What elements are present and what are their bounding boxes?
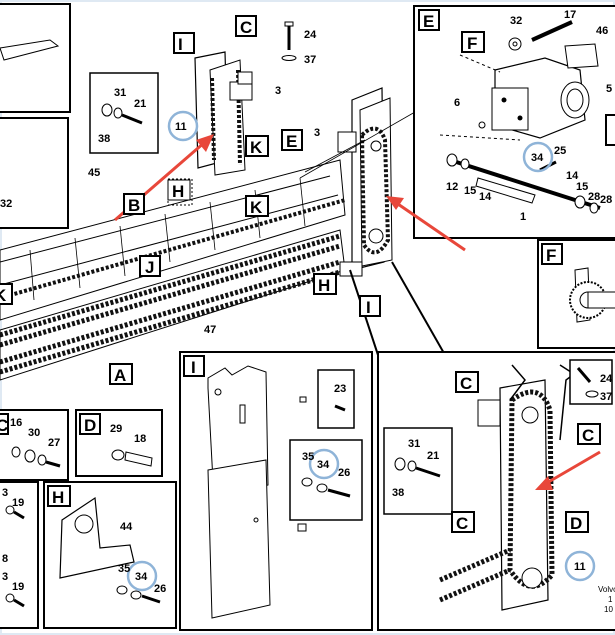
panel-title: C — [0, 416, 8, 435]
part-number: 16 — [10, 417, 22, 429]
part-number: 1 — [520, 211, 526, 223]
detail-panel-left-fragment — [0, 481, 39, 629]
part-number: 3 — [2, 487, 8, 499]
part-number: 34 — [135, 571, 148, 583]
detail-c-labels: C 16 30 27 — [0, 413, 60, 449]
part-number: 25 — [554, 145, 566, 157]
part-number: 8 — [2, 553, 8, 565]
callout-letter: A — [114, 366, 126, 385]
detail-panel-c — [0, 409, 69, 481]
part-number: 11 — [574, 561, 586, 573]
callout-letter: H — [318, 276, 330, 295]
panel-title: E — [423, 12, 434, 31]
main-view-callouts: I C K E H B J K H I A K — [0, 15, 381, 385]
part-number: 15 — [576, 181, 588, 193]
panel-title: H — [52, 488, 64, 507]
part-number: 12 — [446, 181, 458, 193]
callout-letter: C — [582, 426, 594, 445]
part-number: 29 — [110, 423, 122, 435]
callout-letter: H — [172, 182, 184, 201]
detail-i-labels: I 23 35 34 26 — [183, 355, 363, 521]
callout-letter: J — [145, 258, 154, 277]
part-number: 6 — [454, 97, 460, 109]
detail-right-labels: C C C D 24 37 31 21 38 11 Volvo 1 10 — [392, 359, 615, 614]
footer-text: Volvo — [598, 585, 615, 594]
part-number: 35 — [118, 563, 130, 575]
callout-letter: I — [366, 298, 371, 317]
callout-letter: C — [460, 374, 472, 393]
part-number: 31 — [408, 438, 420, 450]
footer-text: 10 — [604, 605, 613, 614]
part-number: 27 — [48, 437, 60, 449]
part-number: 24 — [304, 29, 317, 41]
callout-letter: C — [240, 18, 252, 37]
part-number: 3 — [275, 85, 281, 97]
part-number: 28 — [588, 191, 600, 203]
detail-panel-e — [413, 5, 615, 239]
part-number: 44 — [120, 521, 133, 533]
part-number: 28 — [600, 194, 612, 206]
panel-top-left-fragment — [0, 3, 71, 229]
part-number: 17 — [564, 9, 576, 21]
washer-set-31-21-38 — [101, 103, 143, 125]
part-number: 34 — [317, 459, 330, 471]
detail-h-labels: H 44 35 34 26 — [47, 485, 166, 595]
bolt-24 — [281, 21, 297, 61]
part-number: 21 — [134, 98, 146, 110]
footer-text: 1 — [608, 595, 613, 604]
part-number: 15 — [464, 185, 476, 197]
part-number: 38 — [392, 487, 404, 499]
part-number: 32 — [510, 15, 522, 27]
part-number: 26 — [338, 467, 350, 479]
detail-d-labels: D 29 18 — [79, 413, 146, 445]
panel-title: I — [191, 358, 196, 377]
callout-letter: B — [128, 196, 140, 215]
callout-letter: D — [570, 514, 582, 533]
callout-letter: E — [286, 132, 297, 151]
detail-e-labels: E F 32 17 46 6 34 25 12 15 14 14 15 28 2… — [418, 9, 612, 223]
part-number: 47 — [204, 324, 216, 336]
part-number: 19 — [12, 581, 24, 593]
part-number: 46 — [596, 25, 608, 37]
part-number: 14 — [566, 170, 579, 182]
part-number: 23 — [334, 383, 346, 395]
part-number: 35 — [302, 451, 314, 463]
panel-title: D — [84, 416, 96, 435]
part-number: 19 — [12, 497, 24, 509]
part-number: 34 — [531, 152, 544, 164]
left-fragment-labels: 3 19 8 3 19 — [2, 487, 24, 593]
part-number: 3 — [2, 571, 8, 583]
part-number: 21 — [427, 450, 439, 462]
panel-title: F — [546, 246, 556, 265]
part-number: 3 — [314, 127, 320, 139]
part-number: 31 — [114, 87, 126, 99]
part-number: 5 — [606, 83, 612, 95]
part-number: 30 — [28, 427, 40, 439]
part-number: 26 — [154, 583, 166, 595]
part-number: 32 — [0, 198, 12, 210]
detail-f-labels: F — [541, 243, 563, 265]
callout-letter: F — [467, 34, 477, 53]
part-number: 37 — [600, 391, 612, 403]
main-view-part-numbers: 31 21 38 11 24 37 3 3 45 47 32 — [0, 29, 320, 336]
part-number: 37 — [304, 54, 316, 66]
part-number: 11 — [175, 121, 187, 133]
callout-letter: K — [0, 286, 7, 305]
part-number: 24 — [600, 373, 613, 385]
part-number: 14 — [479, 191, 492, 203]
part-number: 18 — [134, 433, 146, 445]
callout-letter: I — [178, 35, 183, 54]
callout-letter: K — [250, 198, 263, 217]
callout-letter: C — [456, 514, 468, 533]
part-number: 38 — [98, 133, 110, 145]
part-number: 45 — [88, 167, 100, 179]
callout-letter: K — [250, 138, 263, 157]
